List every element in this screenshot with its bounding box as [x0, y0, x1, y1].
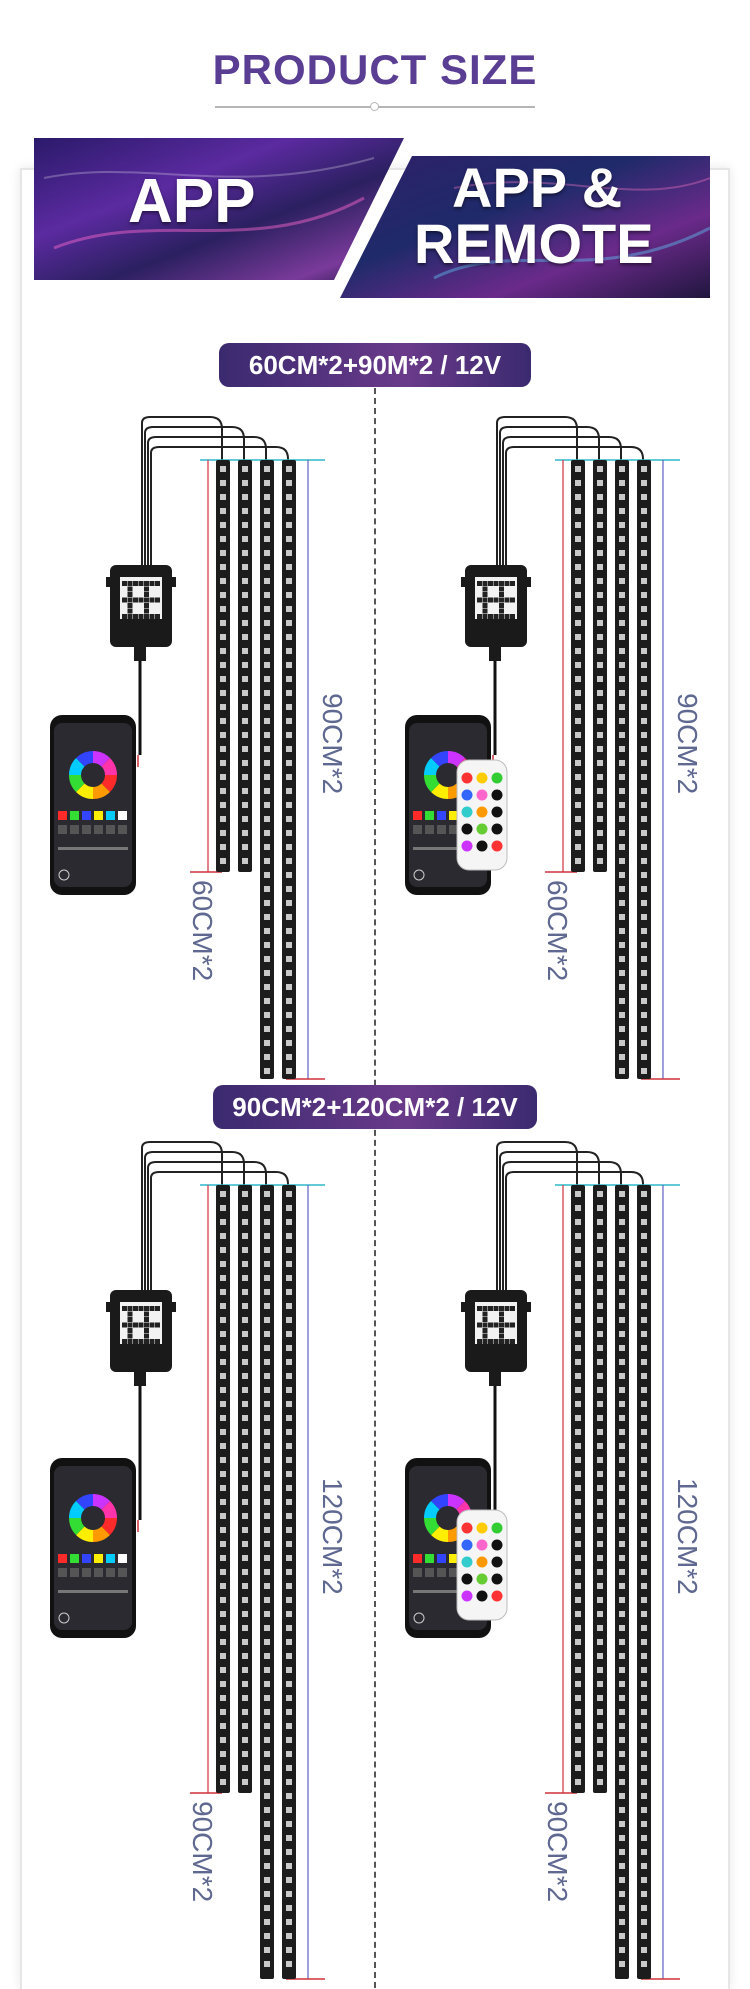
controller-box	[106, 565, 176, 661]
banner-app-remote-line2: REMOTE	[414, 212, 654, 275]
led-strip	[593, 460, 607, 872]
led-strip	[282, 1185, 296, 1979]
strip-diagram-svg	[50, 416, 325, 1080]
wire	[496, 1141, 578, 1320]
wire	[499, 1151, 600, 1320]
banner-background	[34, 138, 710, 298]
wire	[144, 426, 245, 595]
diagram-app-remote-2: 120CM*2 90CM*2	[405, 1140, 715, 1985]
diagram-app-2: 120CM*2 90CM*2	[50, 1140, 360, 1985]
short-length-label: 60CM*2	[542, 880, 573, 982]
page-title: PRODUCT SIZE	[212, 46, 538, 93]
remote-control	[456, 759, 508, 871]
led-strip	[615, 1185, 629, 1979]
long-length-label: 120CM*2	[317, 1478, 348, 1595]
led-strip	[637, 1185, 651, 1979]
long-length-label: 120CM*2	[672, 1478, 703, 1595]
banner-app-remote-line1: APP &	[452, 156, 623, 219]
long-length-label: 90CM*2	[317, 693, 348, 795]
led-strip	[637, 460, 651, 1079]
wire	[505, 1171, 644, 1320]
short-length-label: 60CM*2	[187, 880, 218, 982]
wire	[141, 1141, 223, 1320]
led-strip	[571, 460, 585, 872]
wire	[141, 416, 223, 595]
phone-app	[50, 1458, 136, 1638]
diagram-app-1: 90CM*2 60CM*2	[50, 415, 360, 1085]
led-strip	[282, 460, 296, 1079]
banner: APP APP & REMOTE	[34, 138, 710, 300]
diagram-app-remote-1: 90CM*2 60CM*2	[405, 415, 715, 1085]
phone-app	[50, 715, 136, 895]
column-divider	[374, 388, 376, 1988]
led-strip	[260, 460, 274, 1079]
wire	[150, 446, 289, 595]
title-underline-dot	[370, 102, 379, 111]
wire	[502, 1161, 622, 1320]
wire	[502, 436, 622, 595]
wire	[147, 436, 267, 595]
long-length-label: 90CM*2	[672, 693, 703, 795]
led-strip	[216, 460, 230, 872]
wire	[499, 426, 600, 595]
led-strip	[260, 1185, 274, 1979]
wire	[147, 1161, 267, 1320]
led-strip	[238, 1185, 252, 1793]
strip-diagram-svg	[405, 1141, 680, 1980]
led-strip	[216, 1185, 230, 1793]
strip-diagram-svg	[50, 1141, 325, 1980]
controller-box	[106, 1290, 176, 1386]
wire	[144, 1151, 245, 1320]
spec-pill-2: 90CM*2+120CM*2 / 12V	[213, 1085, 537, 1129]
wire	[150, 1171, 289, 1320]
led-strip	[615, 460, 629, 1079]
remote-control	[456, 1509, 508, 1621]
wire	[496, 416, 578, 595]
controller-box	[461, 565, 531, 661]
led-strip	[593, 1185, 607, 1793]
short-length-label: 90CM*2	[187, 1801, 218, 1903]
strip-diagram-svg	[405, 416, 680, 1080]
wire	[505, 446, 644, 595]
led-strip	[571, 1185, 585, 1793]
controller-box	[461, 1290, 531, 1386]
banner-app-label: APP	[128, 167, 256, 236]
spec-pill-1: 60CM*2+90M*2 / 12V	[219, 343, 531, 387]
short-length-label: 90CM*2	[542, 1801, 573, 1903]
led-strip	[238, 460, 252, 872]
